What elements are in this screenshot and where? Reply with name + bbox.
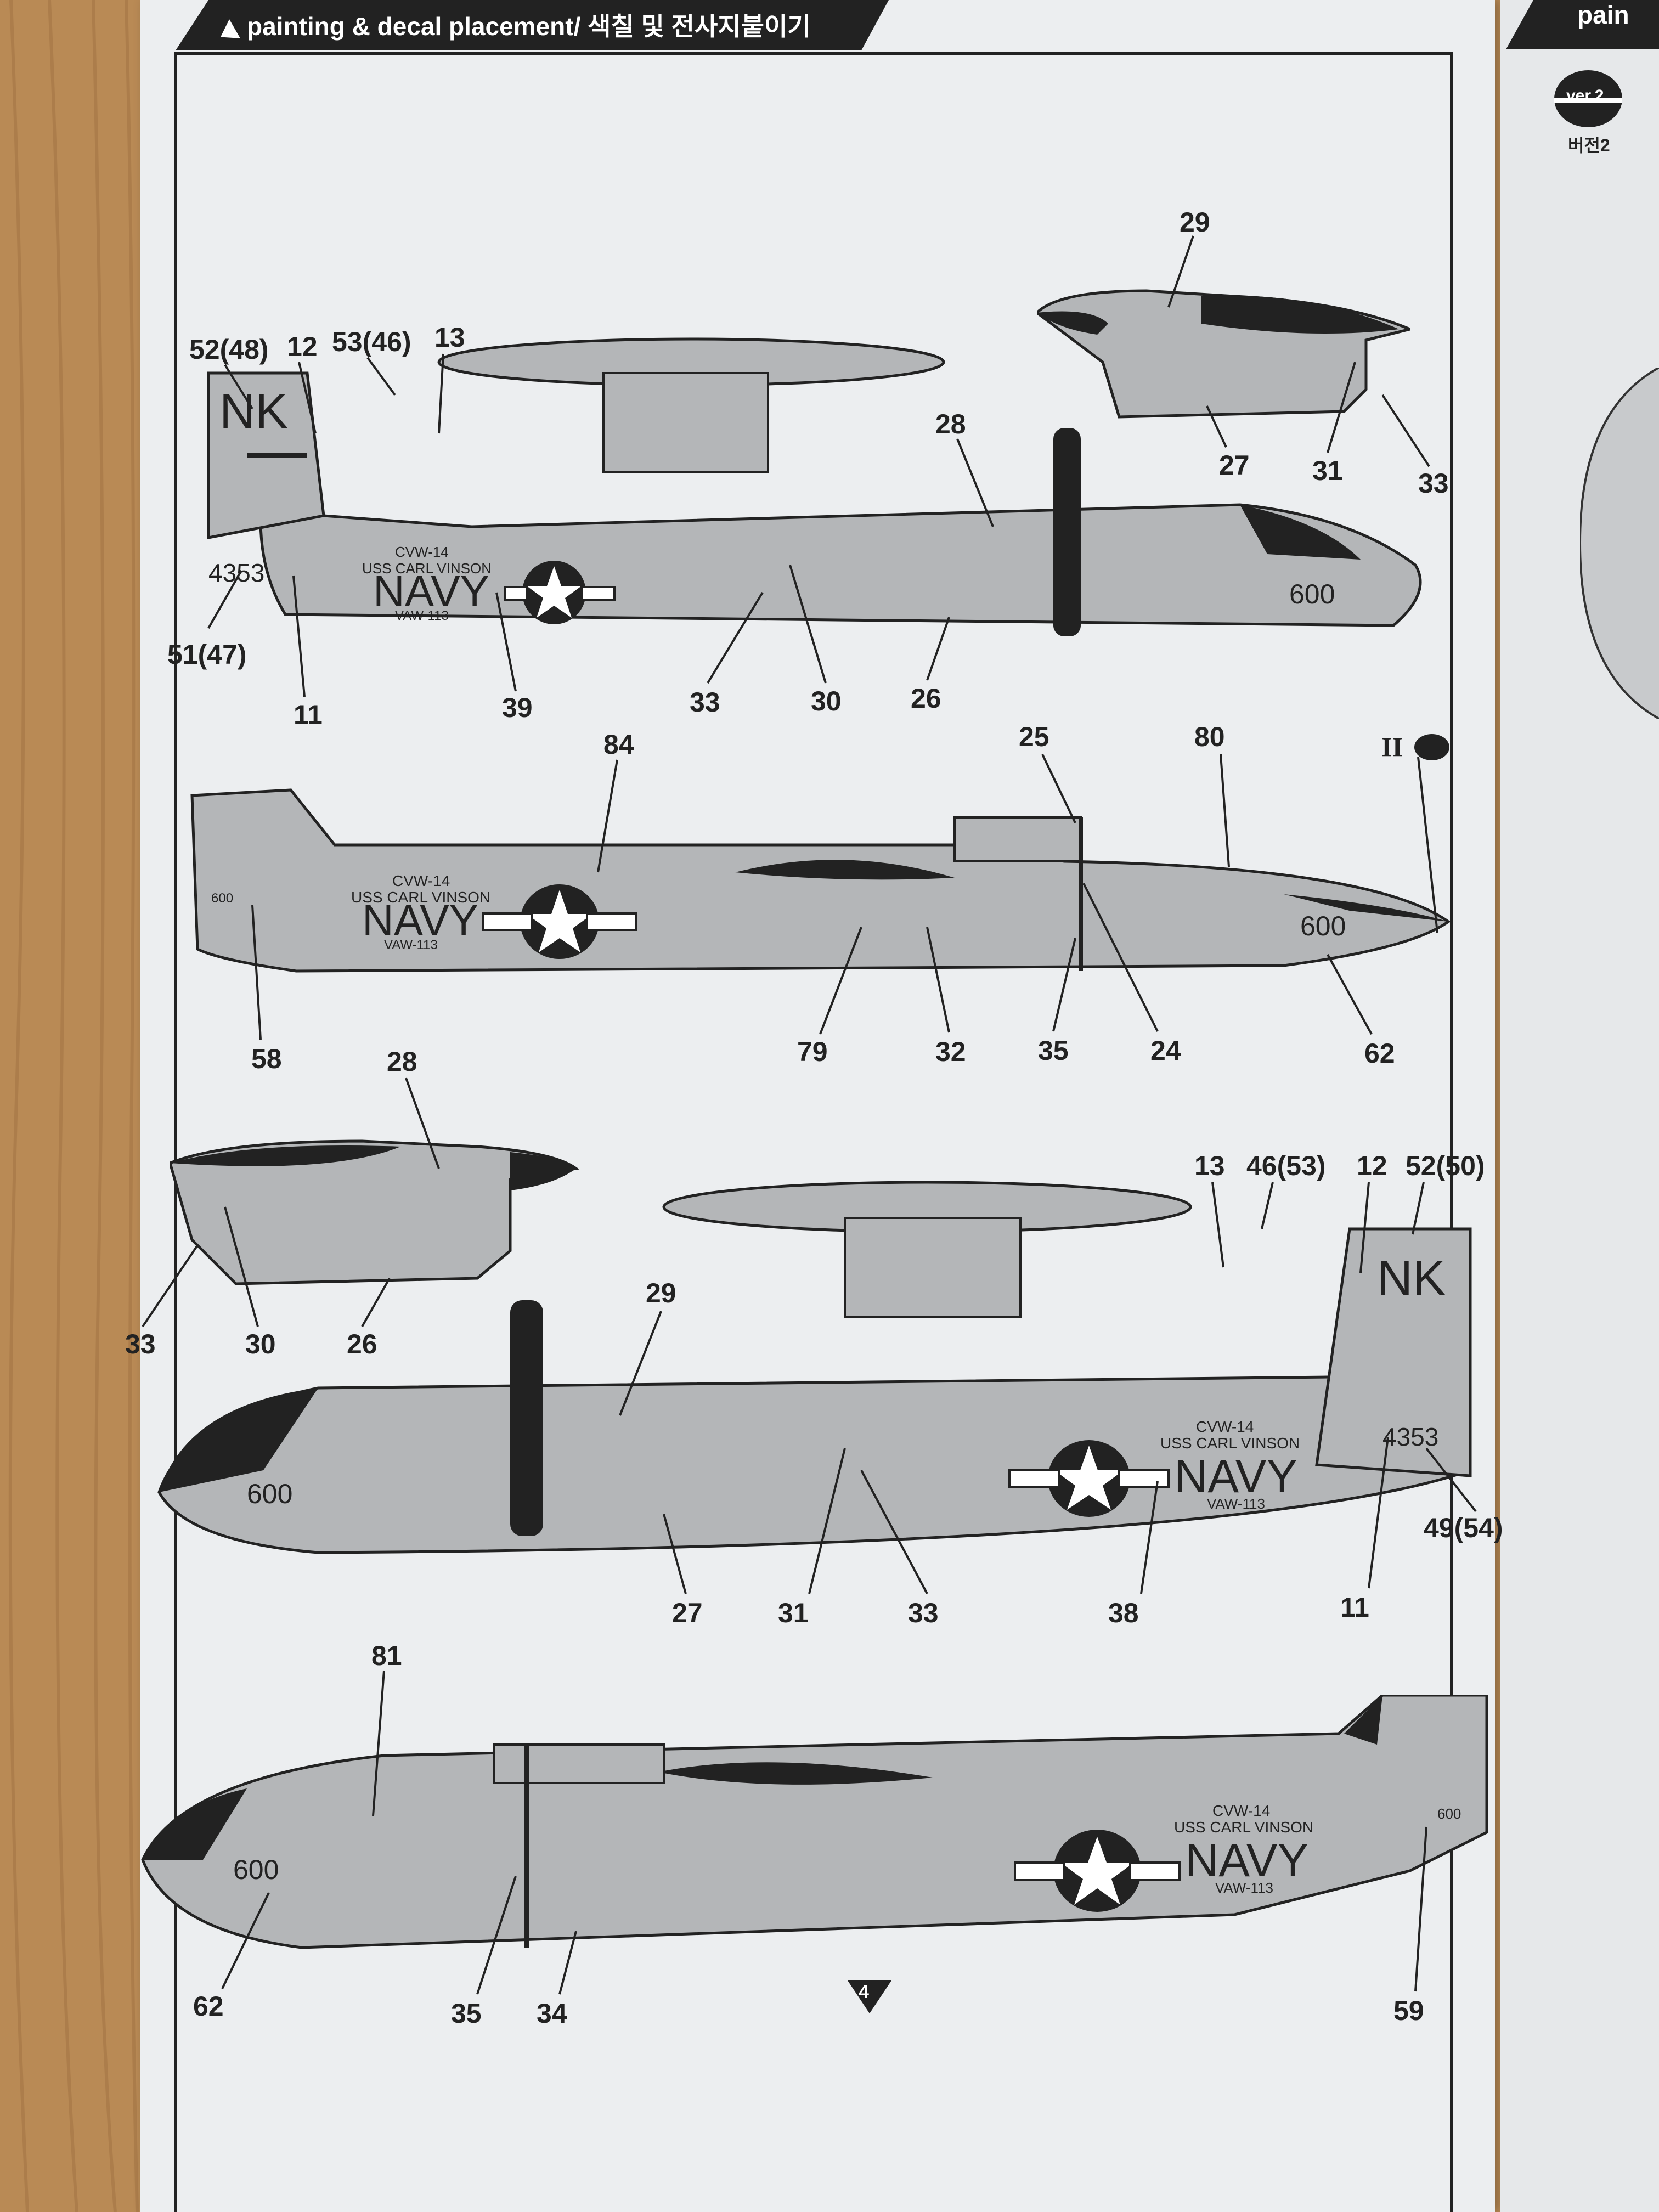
aircraft-view-right-1: CVW-14 USS CARL VINSON NAVY VAW-113 600 … xyxy=(190,788,1451,973)
callout-v1-33b: 33 xyxy=(690,687,720,718)
aircraft-view-right-2: NK 4353 CVW-14 USS CARL VINSON NAVY VAW-… xyxy=(157,1181,1472,1554)
navy-text: NAVY xyxy=(373,567,489,616)
callout-v1-12: 12 xyxy=(287,331,318,362)
tail-code-text: NK xyxy=(219,384,288,439)
aircraft-view-left-2: CVW-14 USS CARL VINSON NAVY VAW-113 600 … xyxy=(141,1695,1488,1949)
ship-name-text: USS CARL VINSON xyxy=(362,560,492,577)
navy-text: NAVY xyxy=(1185,1835,1308,1887)
callout-v3-13: 13 xyxy=(1194,1150,1225,1181)
callout-v1-30: 30 xyxy=(811,686,842,716)
callout-v1-51-47: 51(47) xyxy=(167,639,247,670)
callout-v3-46-53: 46(53) xyxy=(1246,1150,1326,1181)
callout-v1-33a: 33 xyxy=(1418,468,1449,499)
callout-v2-58: 58 xyxy=(251,1043,282,1074)
bureau-number-text: 4353 xyxy=(1383,1423,1438,1451)
squadron-text: VAW-113 xyxy=(1207,1496,1265,1512)
ship-name-text: USS CARL VINSON xyxy=(351,889,490,906)
callout-v3-38: 38 xyxy=(1108,1598,1139,1628)
callout-v3-49-54: 49(54) xyxy=(1424,1513,1503,1543)
callout-v3-52-50: 52(50) xyxy=(1406,1150,1485,1181)
callout-v1-28: 28 xyxy=(935,409,966,439)
tail-code-text: NK xyxy=(1377,1251,1446,1306)
marker-roman: II xyxy=(1381,731,1403,762)
callout-v3-28: 28 xyxy=(387,1046,417,1077)
callout-v1-39: 39 xyxy=(502,692,533,723)
callout-v4-81: 81 xyxy=(371,1640,402,1671)
callout-v3-27: 27 xyxy=(672,1598,703,1628)
callout-v2-80: 80 xyxy=(1194,721,1225,752)
right-page-header-banner xyxy=(1506,0,1659,49)
callout-v2-25: 25 xyxy=(1019,721,1049,752)
modex-small-text: 600 xyxy=(1437,1805,1461,1822)
callout-v4-62: 62 xyxy=(193,1991,224,2022)
callout-v4-35: 35 xyxy=(451,1998,482,2029)
right-page-edge xyxy=(1500,0,1659,2212)
callout-v2-79: 79 xyxy=(797,1036,828,1067)
header-banner xyxy=(176,0,889,50)
cvw-text: CVW-14 xyxy=(1196,1418,1254,1435)
callout-v3-33b: 33 xyxy=(908,1598,939,1628)
modex-small-text: 600 xyxy=(211,891,233,906)
modex-text: 600 xyxy=(1289,579,1335,610)
modex-text: 600 xyxy=(247,1479,292,1509)
callout-v2-24: 24 xyxy=(1150,1035,1181,1066)
callout-v2-62: 62 xyxy=(1364,1038,1395,1069)
modex-text: 600 xyxy=(1300,911,1346,941)
ship-name-text: USS CARL VINSON xyxy=(1160,1435,1300,1452)
callout-v1-13: 13 xyxy=(435,322,465,353)
squadron-text: VAW-113 xyxy=(384,938,438,952)
version-badge-label: ver.2 xyxy=(1566,87,1604,105)
version-badge xyxy=(1554,70,1622,127)
callout-v3-33a: 33 xyxy=(125,1329,156,1359)
callout-v3-26: 26 xyxy=(347,1329,377,1359)
navy-text: NAVY xyxy=(362,896,478,945)
page-frame xyxy=(174,52,1453,2212)
page-title: painting & decal placement/ 색칠 및 전사지붙이기 xyxy=(247,12,811,41)
callout-v1-27: 27 xyxy=(1219,450,1250,481)
page-number-marker xyxy=(848,1980,891,2013)
callout-v1-31: 31 xyxy=(1312,455,1343,486)
version-badge-sub: 버전2 xyxy=(1568,136,1610,155)
ship-name-text: USS CARL VINSON xyxy=(1174,1819,1313,1836)
cvw-text: CVW-14 xyxy=(395,544,449,560)
engine-detail-middle xyxy=(170,1139,580,1285)
cvw-text: CVW-14 xyxy=(392,872,450,889)
page-number: 4 xyxy=(859,1982,869,2002)
right-page-circle-fragment xyxy=(1580,368,1659,719)
callout-v1-11: 11 xyxy=(294,699,323,730)
callout-v1-52-48: 52(48) xyxy=(189,334,269,365)
modex-text: 600 xyxy=(233,1854,279,1885)
cvw-text: CVW-14 xyxy=(1212,1802,1270,1819)
callout-v1-53-46: 53(46) xyxy=(332,326,411,357)
aircraft-view-left-1: NK 4353 CVW-14 USS CARL VINSON NAVY VAW-… xyxy=(207,337,1422,636)
callout-v3-12: 12 xyxy=(1357,1150,1387,1181)
callout-v3-30: 30 xyxy=(245,1329,276,1359)
callout-v3-11: 11 xyxy=(1340,1592,1369,1623)
navy-text: NAVY xyxy=(1174,1451,1297,1503)
marker-badge xyxy=(1414,734,1449,760)
callout-v1-26: 26 xyxy=(911,683,941,714)
callout-v2-35: 35 xyxy=(1038,1035,1069,1066)
callout-v3-31: 31 xyxy=(778,1598,809,1628)
engine-detail-upper xyxy=(1037,289,1410,419)
callout-v3-29: 29 xyxy=(646,1278,676,1308)
right-page-title: pain xyxy=(1577,1,1629,29)
callout-v2-32: 32 xyxy=(935,1036,966,1067)
callout-v1-29: 29 xyxy=(1180,207,1210,238)
squadron-text: VAW-113 xyxy=(1215,1880,1273,1896)
bureau-number-text: 4353 xyxy=(208,558,264,587)
squadron-text: VAW-113 xyxy=(395,608,449,623)
callout-v4-34: 34 xyxy=(537,1998,567,2029)
callout-v4-59: 59 xyxy=(1393,1995,1424,2026)
callout-v2-84: 84 xyxy=(603,729,634,760)
